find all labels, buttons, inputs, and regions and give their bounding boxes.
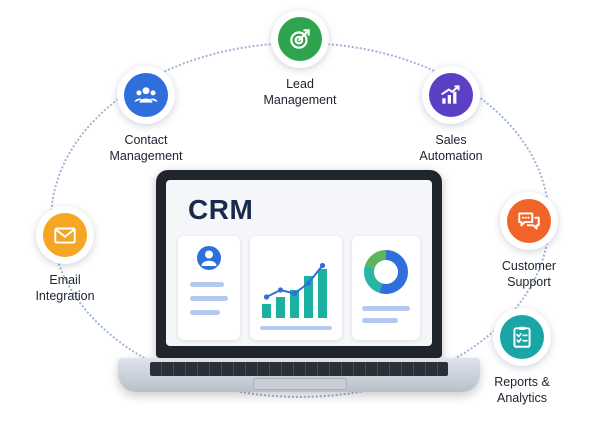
- users-icon: [124, 73, 168, 117]
- feature-icon-frame: [493, 308, 551, 366]
- donut-slice: [365, 250, 386, 269]
- laptop-screen-bezel: CRM: [156, 170, 442, 358]
- feature-node-lead-management: Lead Management: [235, 10, 365, 108]
- crm-title: CRM: [188, 194, 254, 225]
- bar-line-chart: [260, 262, 332, 330]
- text-placeholder-line: [190, 310, 220, 315]
- envelope-icon: [43, 213, 87, 257]
- feature-icon-frame: [271, 10, 329, 68]
- chart-trend-point: [277, 287, 284, 293]
- feature-label: Lead Management: [263, 77, 337, 107]
- feature-label: Reports & Analytics: [494, 375, 550, 405]
- feature-icon-frame: [500, 192, 558, 250]
- chart-bar: [290, 290, 299, 318]
- feature-label: Email Integration: [35, 273, 95, 303]
- donut-card: [352, 236, 420, 340]
- donut-chart: [362, 250, 410, 323]
- contact-card: [178, 236, 240, 340]
- avatar-body: [201, 260, 217, 266]
- feature-label: Contact Management: [109, 133, 183, 163]
- contact-card-graphic: [190, 246, 228, 315]
- growth-chart-icon: [429, 73, 473, 117]
- chart-caption-placeholder: [260, 326, 332, 330]
- laptop-base: [118, 358, 480, 392]
- donut-slice: [379, 250, 408, 294]
- feature-node-reports-analytics: Reports & Analytics: [457, 308, 587, 406]
- donut-slice: [364, 265, 383, 293]
- feature-label: Sales Automation: [419, 133, 483, 163]
- feature-node-customer-support: Customer Support: [464, 192, 594, 290]
- target-icon: [278, 17, 322, 61]
- clipboard-checklist-icon: [500, 315, 544, 359]
- feature-label: Customer Support: [501, 259, 557, 289]
- feature-icon-frame: [422, 66, 480, 124]
- chart-bar: [304, 276, 313, 318]
- chart-bar: [276, 297, 285, 318]
- laptop-trackpad: [253, 378, 347, 390]
- chart-card: [250, 236, 342, 340]
- laptop-keyboard: [150, 362, 448, 376]
- chart-bar: [318, 269, 327, 318]
- text-placeholder-line: [362, 318, 398, 323]
- feature-icon-frame: [117, 66, 175, 124]
- chart-trend-point: [291, 290, 298, 297]
- text-placeholder-line: [362, 306, 410, 311]
- chat-bubbles-icon: [507, 199, 551, 243]
- chart-trend-point: [319, 262, 326, 269]
- feature-node-contact-management: Contact Management: [81, 66, 211, 164]
- feature-node-sales-automation: Sales Automation: [386, 66, 516, 164]
- text-placeholder-line: [190, 296, 228, 301]
- text-placeholder-line: [190, 282, 224, 287]
- chart-trend-point: [305, 280, 312, 286]
- feature-node-email-integration: Email Integration: [0, 206, 130, 304]
- chart-trend-point: [263, 294, 270, 300]
- avatar-head: [205, 250, 213, 259]
- feature-icon-frame: [36, 206, 94, 264]
- chart-bar: [262, 304, 271, 318]
- laptop-screen: CRM: [166, 180, 432, 346]
